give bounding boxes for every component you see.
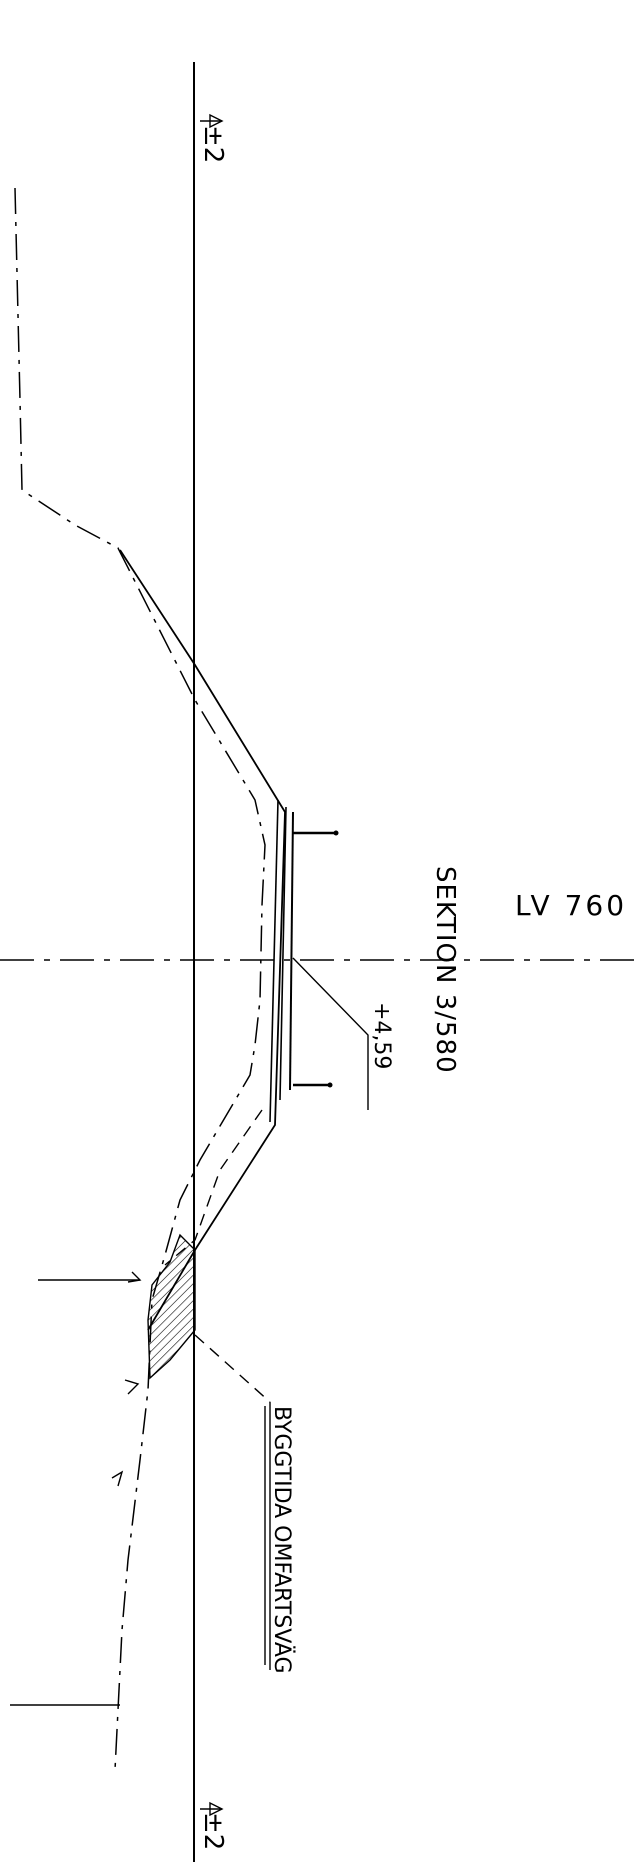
slope-tick-3 [111,1470,124,1487]
temporary-road-leader [194,1334,271,1403]
slope-tick-2 [124,1379,140,1395]
slope-tick-1 [127,1271,142,1283]
section-label: SEKTION 3/580 [430,866,460,1074]
level-label-top: ±2 [198,125,228,163]
guardrail-post-bottom [293,1082,333,1088]
guardrail-post-top [293,830,339,836]
pavement-layer-3 [289,811,294,1091]
pavement-layer-2 [279,806,287,1101]
elevation-label: +4,59 [369,1002,394,1069]
level-label-bottom: ±2 [198,1812,228,1850]
level-marker-bottom [200,1801,224,1817]
temporary-fill-hatch [147,1233,196,1380]
level-marker-top [200,113,224,129]
road-label: LV 760 [515,889,627,922]
temporary-road-label: BYGGTIDA OMFARTSVÄG [269,1406,295,1674]
proposed-slope-line [119,549,286,1331]
existing-terrain-line [14,187,266,1771]
elevation-leader-line [292,957,369,1110]
pavement-layer-1 [269,799,279,1123]
